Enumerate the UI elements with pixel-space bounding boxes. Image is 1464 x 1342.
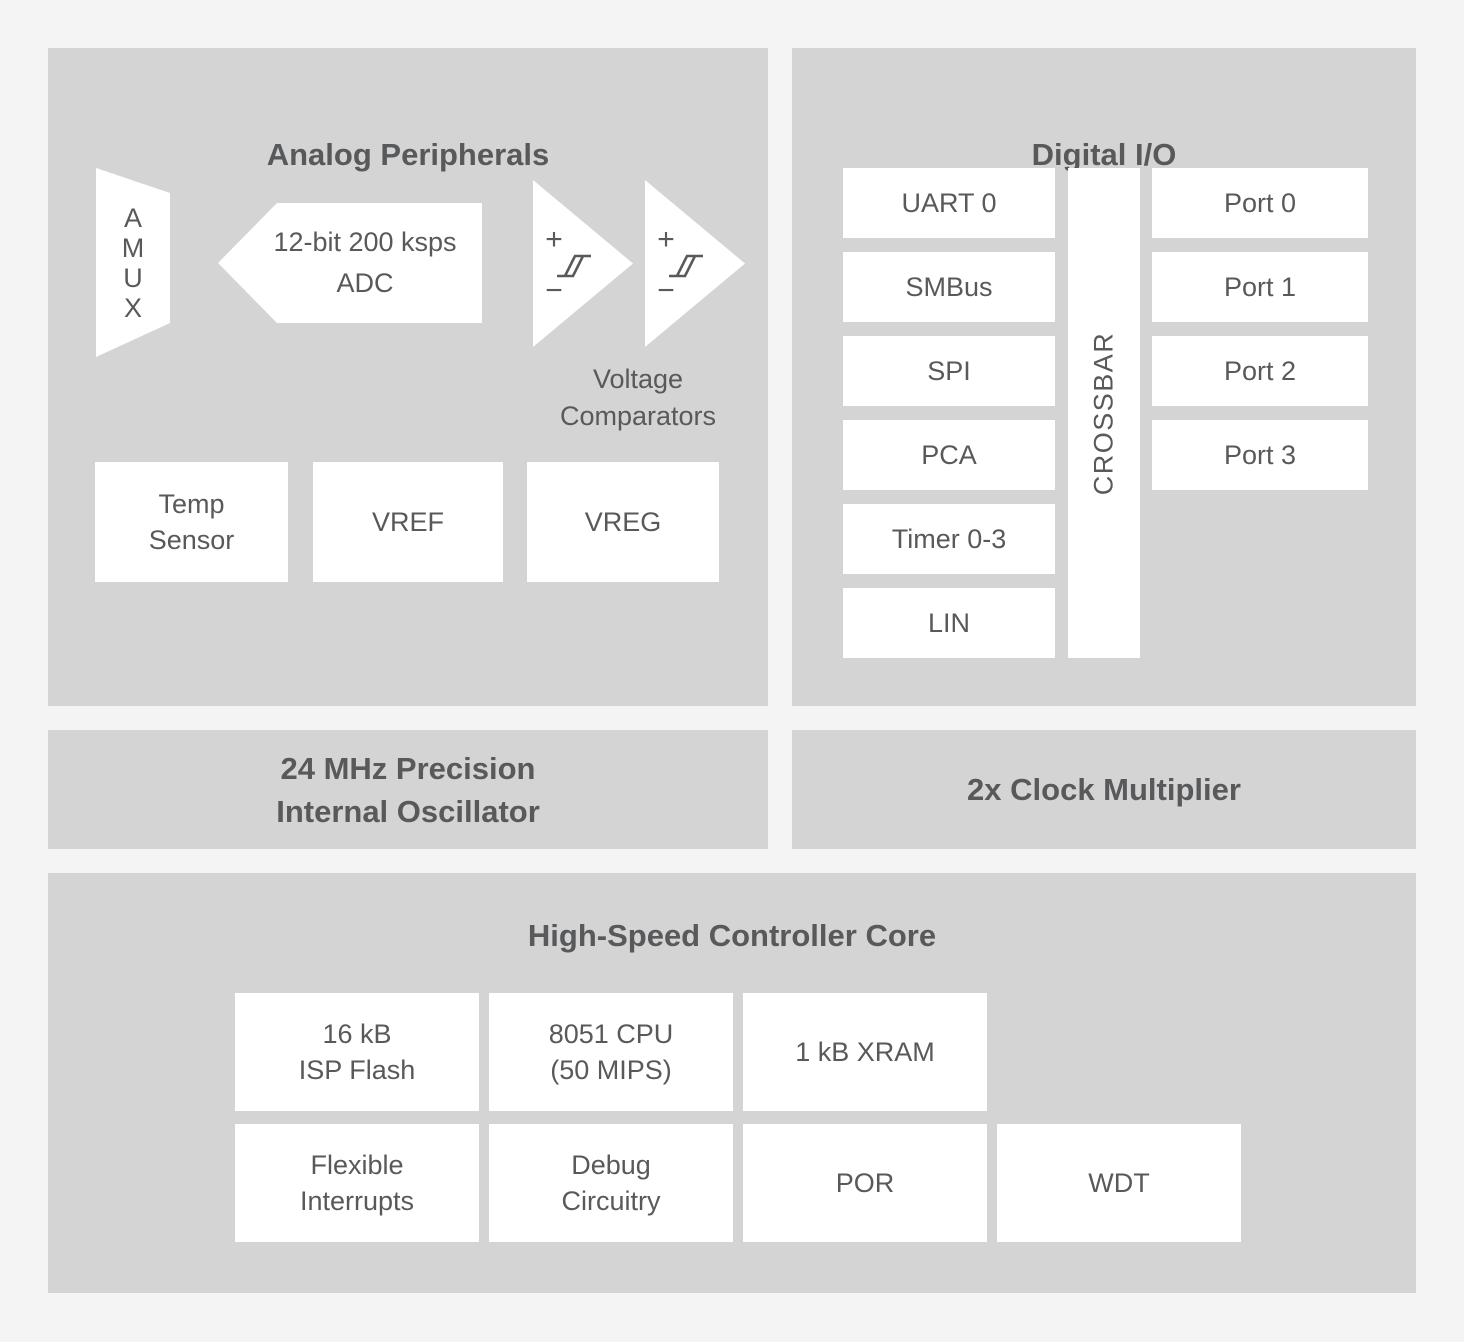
- peripheral-label: LIN: [927, 608, 971, 638]
- peripheral-box-lin: LIN: [843, 588, 1055, 658]
- comparator-minus-sign: −: [657, 274, 675, 307]
- core-box-interrupts: Flexible Interrupts: [235, 1124, 479, 1242]
- temp-sensor-box: Temp Sensor: [95, 462, 288, 582]
- amux-polygon: [96, 168, 170, 357]
- vreg-label: VREG: [584, 507, 662, 537]
- core-box-line1: Debug: [571, 1150, 651, 1180]
- peripheral-box-spi: SPI: [843, 336, 1055, 406]
- peripheral-label: SPI: [927, 356, 971, 386]
- voltage-comparators-caption: Voltage Comparators: [498, 360, 778, 436]
- port-box-0: Port 0: [1152, 168, 1368, 238]
- core-box-por: POR: [743, 1124, 987, 1242]
- peripheral-box-pca: PCA: [843, 420, 1055, 490]
- core-box-line1: 16 kB: [322, 1019, 392, 1049]
- digital-io-title: Digital I/O: [1031, 137, 1177, 172]
- core-box-line1: 8051 CPU: [548, 1019, 674, 1049]
- crossbar-box: CROSSBAR: [1068, 168, 1140, 658]
- amux-letter-x: X: [123, 292, 142, 323]
- hysteresis-icon: [669, 254, 703, 278]
- clock-multiplier-label: 2x Clock Multiplier: [967, 772, 1241, 807]
- core-box-line2: (50 MIPS): [550, 1055, 672, 1085]
- oscillator-title: 24 MHz Precision Internal Oscillator: [48, 730, 768, 849]
- peripheral-label: Timer 0-3: [891, 524, 1007, 554]
- core-box-line1: WDT: [1088, 1168, 1150, 1198]
- peripheral-box-timer: Timer 0-3: [843, 504, 1055, 574]
- adc-arrow-shape: [218, 203, 482, 323]
- core-box-line1: Flexible: [310, 1150, 404, 1180]
- port-label: Port 2: [1223, 356, 1297, 386]
- temp-sensor-line1: Temp: [158, 489, 225, 519]
- core-box-line2: Interrupts: [299, 1186, 415, 1216]
- amux-letter-a: A: [123, 202, 142, 233]
- amux-letter-u: U: [123, 262, 143, 293]
- vreg-box: VREG: [527, 462, 719, 582]
- core-box-debug: Debug Circuitry: [489, 1124, 733, 1242]
- core-box-line1: 1 kB XRAM: [795, 1037, 935, 1067]
- core-box-isp-flash: 16 kB ISP Flash: [235, 993, 479, 1111]
- voltage-comparator-2: + −: [645, 180, 745, 347]
- port-box-1: Port 1: [1152, 252, 1368, 322]
- peripheral-box-smbus: SMBus: [843, 252, 1055, 322]
- controller-core-title: High-Speed Controller Core: [527, 918, 937, 953]
- oscillator-title-line1: 24 MHz Precision: [280, 750, 536, 786]
- oscillator-title-line2: Internal Oscillator: [276, 793, 540, 829]
- port-label: Port 1: [1223, 272, 1297, 302]
- temp-sensor-line2: Sensor: [148, 525, 235, 555]
- core-box-cpu: 8051 CPU (50 MIPS): [489, 993, 733, 1111]
- adc-label-line1: 12-bit 200 ksps: [273, 227, 457, 257]
- hysteresis-icon: [557, 254, 591, 278]
- peripheral-label: SMBus: [905, 272, 993, 302]
- peripheral-box-uart0: UART 0: [843, 168, 1055, 238]
- comparator-minus-sign: −: [545, 274, 563, 307]
- comparator-plus-sign: +: [657, 223, 675, 256]
- port-label: Port 0: [1223, 188, 1297, 218]
- amux-shape: [96, 168, 170, 357]
- core-box-xram: 1 kB XRAM: [743, 993, 987, 1111]
- controller-core-panel: High-Speed Controller Core 16 kB ISP Fla…: [48, 873, 1416, 1293]
- vref-box: VREF: [313, 462, 503, 582]
- peripheral-label: UART 0: [901, 188, 997, 218]
- port-box-2: Port 2: [1152, 336, 1368, 406]
- port-box-3: Port 3: [1152, 420, 1368, 490]
- caption-line1: Voltage: [592, 364, 684, 394]
- comparator-triangle: [645, 180, 745, 347]
- core-box-line2: ISP Flash: [298, 1055, 416, 1085]
- analog-peripherals-panel: Analog Peripherals A M U X 12-bit 200 ks…: [48, 48, 768, 706]
- core-box-wdt: WDT: [997, 1124, 1241, 1242]
- analog-peripherals-title: Analog Peripherals: [266, 137, 550, 172]
- vref-label: VREF: [371, 507, 444, 537]
- peripheral-label: PCA: [921, 440, 977, 470]
- comparator-plus-sign: +: [545, 223, 563, 256]
- adc-label-line2: ADC: [336, 268, 394, 298]
- adc-polygon: [218, 203, 482, 323]
- clock-multiplier-panel: 2x Clock Multiplier: [792, 730, 1416, 849]
- comparator-triangle: [533, 180, 633, 347]
- crossbar-label: CROSSBAR: [1088, 331, 1119, 495]
- voltage-comparator-1: + −: [533, 180, 633, 347]
- adc-label: 12-bit 200 ksps ADC: [248, 203, 482, 323]
- core-box-line1: POR: [835, 1168, 895, 1198]
- digital-io-panel: Digital I/O UART 0 SMBus SPI PCA Timer 0…: [792, 48, 1416, 706]
- core-box-line2: Circuitry: [561, 1186, 661, 1216]
- caption-line2: Comparators: [559, 401, 717, 431]
- oscillator-panel: 24 MHz Precision Internal Oscillator: [48, 730, 768, 849]
- amux-letter-m: M: [121, 232, 145, 263]
- port-label: Port 3: [1223, 440, 1297, 470]
- amux-label: A M U X: [96, 168, 170, 357]
- clock-multiplier-title: 2x Clock Multiplier: [792, 730, 1416, 849]
